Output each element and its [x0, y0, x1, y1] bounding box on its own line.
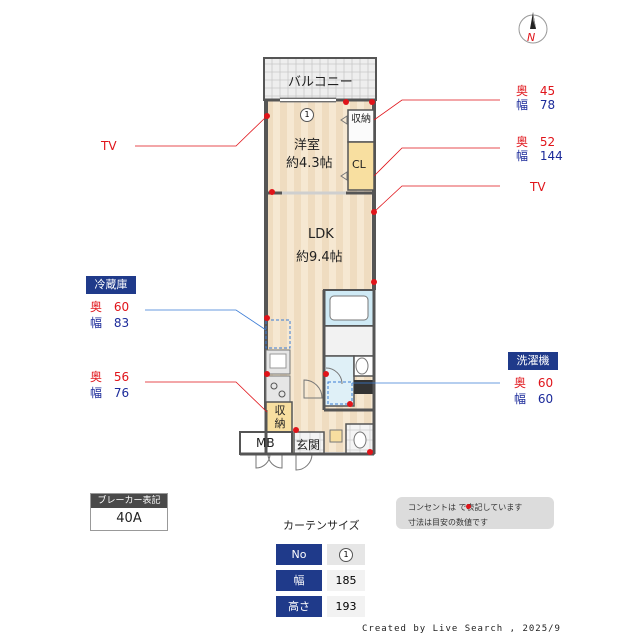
dim3-callout: 奥 56 幅 76: [90, 370, 129, 402]
closet-label: CL: [352, 158, 366, 171]
ldk-size: 約9.4帖: [296, 250, 343, 265]
western-room-label: 洋室: [294, 138, 321, 153]
balcony-label: バルコニー: [288, 75, 353, 90]
curtain-width-label: 幅: [276, 570, 322, 591]
stove: [265, 375, 291, 403]
washer-depth: 60: [537, 376, 554, 390]
dim1-width-label: 幅: [516, 98, 529, 112]
fridge-depth-label: 奥: [90, 300, 103, 314]
dim2-width-label: 幅: [516, 149, 529, 163]
entrance-label: 玄関: [296, 438, 321, 452]
curtain-table: No 1 幅 185 高さ 193: [276, 544, 365, 617]
storage-top-area: [347, 109, 375, 143]
curtain-row: 幅 185: [276, 570, 365, 591]
curtain-height-label: 高さ: [276, 596, 322, 617]
washer-space: [327, 381, 353, 405]
washer-depth-label: 奥: [514, 376, 527, 390]
fridge-width: 83: [113, 316, 130, 330]
curtain-width-value: 185: [327, 570, 365, 591]
dim1-depth: 45: [539, 84, 556, 98]
dim2-depth-label: 奥: [516, 135, 529, 149]
legend-line2: 寸法は目安の数値です: [408, 518, 488, 527]
dim3-width: 76: [113, 386, 130, 400]
fridge-title: 冷蔵庫: [86, 276, 136, 294]
washer-title: 洗濯機: [508, 352, 558, 370]
dim3-width-label: 幅: [90, 386, 103, 400]
fridge-depth: 60: [113, 300, 130, 314]
meter-box-label: MB: [256, 436, 275, 450]
closet-area: [347, 141, 375, 191]
washer-width: 60: [537, 392, 554, 406]
balcony-area: [263, 57, 377, 101]
dim2-callout: 奥 52 幅 144: [516, 135, 563, 163]
curtain-row: No 1: [276, 544, 365, 565]
western-room-size: 約4.3帖: [286, 156, 333, 171]
outlets: [264, 99, 377, 455]
ldk-label: LDK: [308, 227, 334, 242]
washer-pan: [354, 380, 374, 394]
dim1-depth-label: 奥: [516, 84, 529, 98]
breaker-title: ブレーカー表記: [91, 494, 167, 508]
outlet-legend: コンセントは で表記しています 寸法は目安の数値です: [396, 497, 554, 529]
breaker-value: 40A: [116, 511, 142, 526]
footer-credit: Created by Live Search , 2025/9: [362, 624, 561, 634]
fridge-width-label: 幅: [90, 316, 103, 330]
washer-width-label: 幅: [514, 392, 527, 406]
compass-north-label: N: [527, 31, 536, 44]
dim3-depth: 56: [113, 370, 130, 384]
storage-bottom-label: 収納: [274, 404, 286, 430]
curtain-no-label: No: [276, 544, 322, 565]
curtain-row: 高さ 193: [276, 596, 365, 617]
dim1-width: 78: [539, 98, 556, 112]
tv-left-label: TV: [101, 139, 117, 153]
fridge-callout: 冷蔵庫 奥 60 幅 83: [86, 276, 136, 332]
storage-top-label: 収納: [351, 114, 371, 125]
curtain-height-value: 193: [327, 596, 365, 617]
dim2-depth: 52: [539, 135, 556, 149]
legend-line1: コンセントは で表記しています: [408, 503, 523, 512]
outlet-legend-icon: [466, 504, 471, 509]
tv-right-label: TV: [530, 180, 546, 194]
washer-callout: 洗濯機 奥 60 幅 60: [508, 352, 558, 408]
curtain-title: カーテンサイズ: [283, 519, 360, 532]
curtain-no-value: 1: [339, 547, 353, 562]
dim2-width: 144: [539, 149, 563, 163]
window-marker: 1: [300, 108, 314, 122]
fridge-space: [265, 319, 291, 349]
breaker-box: ブレーカー表記 40A: [90, 493, 168, 531]
dim1-callout: 奥 45 幅 78: [516, 84, 555, 112]
dim3-depth-label: 奥: [90, 370, 103, 384]
